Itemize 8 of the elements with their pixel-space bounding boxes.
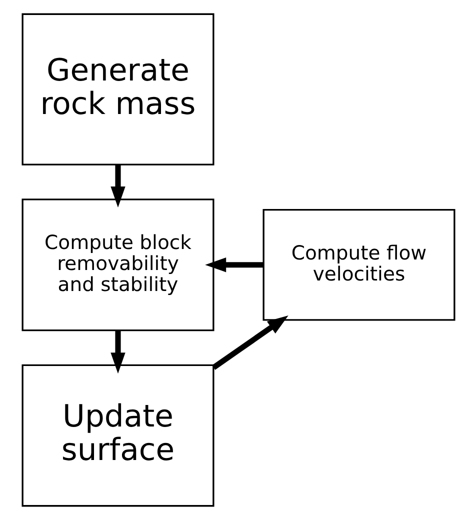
arrow [212,315,288,370]
node-box: Update surface [21,364,214,507]
node-box: Compute flow velocities [262,209,455,321]
arrow [110,165,125,208]
arrow [204,258,264,272]
arrow [110,330,125,374]
node-box: Generate rock mass [21,13,214,166]
node-box: Compute block removability and stability [21,198,214,332]
